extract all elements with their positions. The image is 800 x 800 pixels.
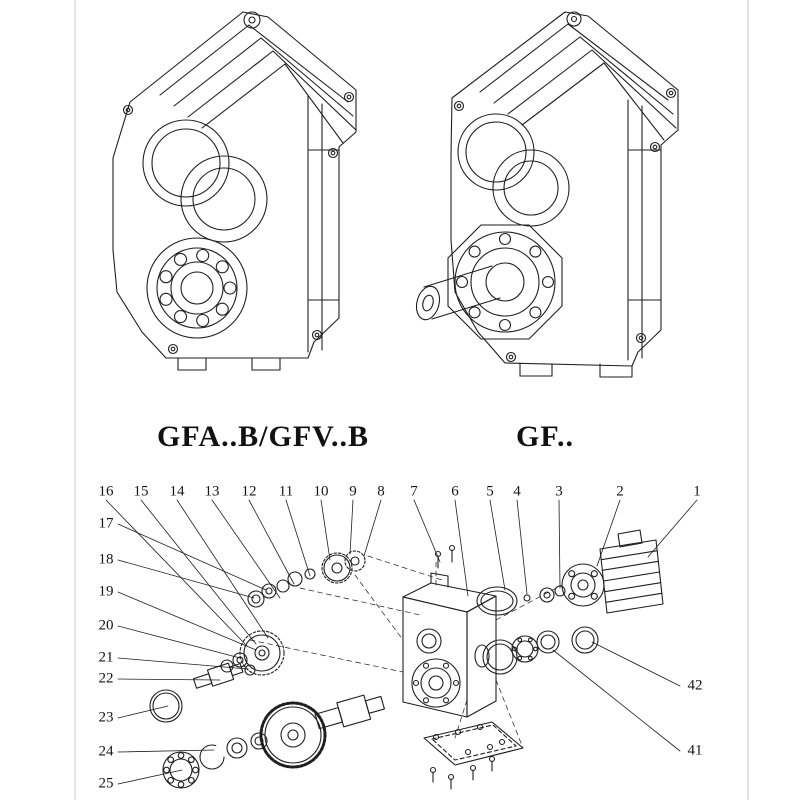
exploded-coupling-parts <box>476 585 566 616</box>
callout-2: 2 <box>616 483 624 500</box>
callout-7: 7 <box>410 483 418 500</box>
callout-14: 14 <box>169 483 185 500</box>
exploded-pinion-set <box>247 544 456 608</box>
callout-17: 17 <box>98 515 114 532</box>
callout-42: 42 <box>687 677 703 694</box>
callout-15: 15 <box>133 483 149 500</box>
callout-23: 23 <box>98 709 114 726</box>
callout-18: 18 <box>98 551 114 568</box>
exploded-intermediate-gear <box>149 630 285 723</box>
exploded-view-drawing <box>105 499 698 790</box>
exploded-housing <box>402 572 497 718</box>
callout-13: 13 <box>204 483 220 500</box>
callout-9: 9 <box>349 483 357 500</box>
callout-21: 21 <box>98 649 114 666</box>
exploded-output-gear-shaft <box>259 694 385 769</box>
callout-25: 25 <box>98 775 114 792</box>
gearbox-right-drawing <box>415 11 679 378</box>
callout-16: 16 <box>98 483 114 500</box>
callout-24: 24 <box>98 743 114 760</box>
callout-4: 4 <box>513 483 521 500</box>
callout-1: 1 <box>693 483 701 500</box>
exploded-motor <box>561 529 664 614</box>
model-label-gfab-gfv: GFA..B/GFV..B <box>157 420 369 453</box>
gearbox-left-drawing <box>112 11 357 371</box>
exploded-cover-plate <box>423 721 524 790</box>
callout-10: 10 <box>313 483 329 500</box>
model-label-gf: GF.. <box>516 420 574 453</box>
exploded-output-seals <box>482 626 599 675</box>
exploded-bearing-train <box>162 732 268 789</box>
page-frame-lines <box>74 0 749 800</box>
callout-6: 6 <box>451 483 459 500</box>
callout-8: 8 <box>377 483 385 500</box>
callout-20: 20 <box>98 617 114 634</box>
callout-12: 12 <box>241 483 257 500</box>
assembly-axis-lines <box>249 555 563 749</box>
callout-11: 11 <box>278 483 294 500</box>
callout-41: 41 <box>687 742 703 759</box>
callout-22: 22 <box>98 670 114 687</box>
callout-5: 5 <box>486 483 494 500</box>
callout-19: 19 <box>98 583 114 600</box>
callout-3: 3 <box>555 483 563 500</box>
callout-leader-lines <box>105 499 698 785</box>
